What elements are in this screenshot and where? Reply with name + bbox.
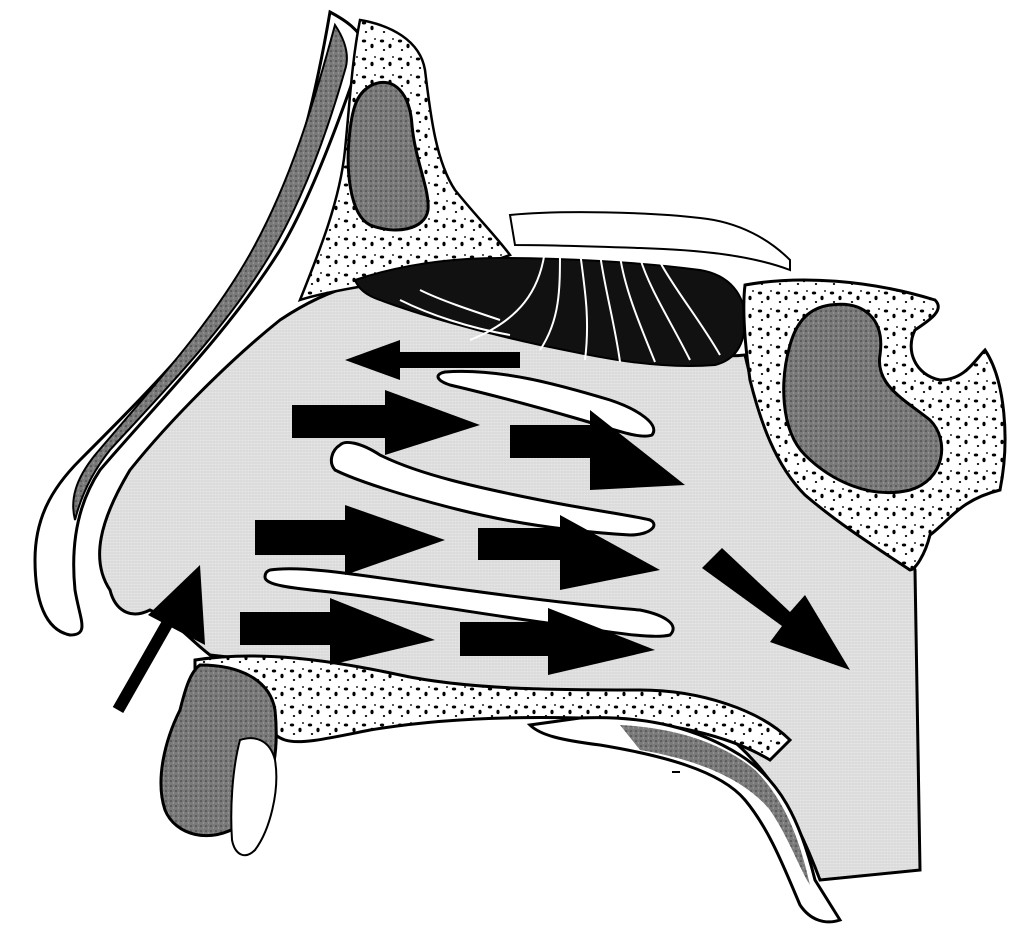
airflow-arrow-superior-1 [292, 390, 480, 455]
airflow-arrow-middle-1 [255, 505, 445, 575]
airflow-arrow-nasopharynx-outflow [702, 548, 850, 670]
frontal-sinus-region [346, 81, 430, 232]
airflow-arrow-superior-2 [510, 410, 685, 490]
airflow-arrow-middle-2 [478, 515, 660, 590]
middle-turbinate-region [329, 441, 656, 537]
airflow-arrow-nostril-inflow [112, 565, 205, 713]
airflow-arrow-inferior-1 [240, 598, 435, 665]
nasal-bone-dark-strip [72, 22, 348, 521]
olfactory-nerve-bundle [353, 256, 747, 367]
airflow-arrow-inferior-2 [460, 608, 655, 675]
olfactory-nerve-fibers [399, 249, 721, 363]
soft-palate-shading [620, 725, 810, 885]
airflow-arrow-top-return [345, 340, 520, 380]
sphenoid-sinus-region [782, 302, 944, 495]
cribriform-plate-region [508, 211, 791, 272]
incisor-tooth [230, 737, 278, 857]
